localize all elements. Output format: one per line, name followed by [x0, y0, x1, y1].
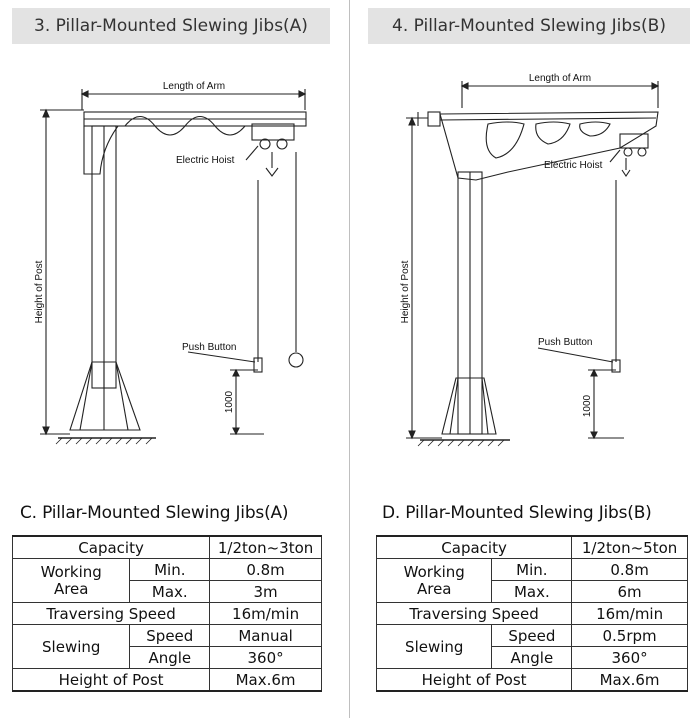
- label-electric-hoist: Electric Hoist: [176, 155, 235, 166]
- height-label: Height of Post: [375, 668, 573, 692]
- angle-label: Angle: [129, 646, 211, 669]
- slewing-label: Slewing: [11, 624, 131, 669]
- working-area-line2: Area: [416, 579, 452, 598]
- panel-header: 3. Pillar-Mounted Slewing Jibs(A): [12, 8, 330, 44]
- push-button-box: [253, 357, 263, 373]
- capacity-value: 1/2ton~5ton: [571, 535, 688, 559]
- electric-hoist: [251, 123, 295, 141]
- push-button-box: [611, 359, 621, 373]
- table-row: Traversing Speed 16m/min: [375, 602, 688, 625]
- table-row: Traversing Speed 16m/min: [11, 602, 322, 625]
- section-title: D. Pillar-Mounted Slewing Jibs(B): [382, 503, 652, 523]
- table-row: Working Area Min. 0.8m: [11, 558, 322, 603]
- working-area-label: Working Area: [11, 558, 131, 603]
- label-length-of-arm: Length of Arm: [529, 73, 591, 84]
- min-label: Min.: [491, 558, 573, 581]
- label-push-button: Push Button: [538, 337, 592, 348]
- min-value: 0.8m: [209, 558, 322, 581]
- capacity-label: Capacity: [11, 535, 211, 559]
- min-label: Min.: [129, 558, 211, 581]
- speed-label: Speed: [129, 624, 211, 647]
- working-area-label: Working Area: [375, 558, 493, 603]
- capacity-value: 1/2ton~3ton: [209, 535, 322, 559]
- festoon-cable: [124, 115, 246, 136]
- label-height-of-post: Height of Post: [34, 260, 45, 323]
- table-row: Height of Post Max.6m: [375, 668, 688, 692]
- working-area-line1: Working: [40, 562, 102, 581]
- label-electric-hoist: Electric Hoist: [544, 160, 603, 171]
- column-divider: [349, 0, 350, 718]
- traversing-label: Traversing Speed: [375, 602, 573, 625]
- max-value: 6m: [571, 580, 688, 603]
- label-length-of-arm: Length of Arm: [163, 81, 225, 92]
- label-height-of-post: Height of Post: [400, 260, 411, 323]
- traversing-value: 16m/min: [209, 602, 322, 625]
- label-dim-1000: 1000: [224, 390, 235, 413]
- angle-value: 360°: [571, 646, 688, 669]
- top-bracket: [427, 111, 441, 127]
- speed-value: 0.5rpm: [571, 624, 688, 647]
- capacity-label: Capacity: [375, 535, 573, 559]
- jib-a-drawing: Length of Arm Electric Hoist Push Button…: [34, 81, 307, 445]
- table-row: Slewing Speed Manual: [11, 624, 322, 669]
- label-dim-1000: 1000: [582, 394, 593, 417]
- traversing-value: 16m/min: [571, 602, 688, 625]
- table-row: Working Area Min. 0.8m: [375, 558, 688, 603]
- table-row: Angle 360°: [377, 646, 688, 669]
- table-row: Max. 6m: [377, 580, 688, 603]
- max-value: 3m: [209, 580, 322, 603]
- speed-label: Speed: [491, 624, 573, 647]
- post-base: [441, 377, 497, 435]
- electric-hoist: [619, 133, 649, 149]
- traversing-label: Traversing Speed: [11, 602, 211, 625]
- height-value: Max.6m: [571, 668, 688, 692]
- spec-table: Capacity 1/2ton~3ton Working Area Min. 0…: [11, 535, 322, 692]
- label-push-button: Push Button: [182, 342, 236, 353]
- angle-value: 360°: [209, 646, 322, 669]
- jib-arm-tapered: [439, 111, 659, 181]
- table-row: Capacity 1/2ton~3ton: [11, 535, 322, 559]
- table-row: Angle 360°: [13, 646, 322, 669]
- post-base: [69, 361, 141, 431]
- table-row: Capacity 1/2ton~5ton: [375, 535, 688, 559]
- table-row: Height of Post Max.6m: [11, 668, 322, 692]
- max-label: Max.: [129, 580, 211, 603]
- working-area-line2: Area: [53, 579, 89, 598]
- speed-value: Manual: [209, 624, 322, 647]
- section-title: C. Pillar-Mounted Slewing Jibs(A): [20, 503, 289, 523]
- jib-b-drawing: Length of Arm Electric Hoist Push Button…: [400, 73, 660, 447]
- height-value: Max.6m: [209, 668, 322, 692]
- min-value: 0.8m: [571, 558, 688, 581]
- panel-jib-a: 3. Pillar-Mounted Slewing Jibs(A): [0, 0, 342, 718]
- panel-jib-b: 4. Pillar-Mounted Slewing Jibs(B): [358, 0, 700, 718]
- angle-label: Angle: [491, 646, 573, 669]
- height-label: Height of Post: [11, 668, 211, 692]
- spec-table: Capacity 1/2ton~5ton Working Area Min. 0…: [375, 535, 688, 692]
- slewing-label: Slewing: [375, 624, 493, 669]
- panel-header: 4. Pillar-Mounted Slewing Jibs(B): [368, 8, 690, 44]
- max-label: Max.: [491, 580, 573, 603]
- table-row: Slewing Speed 0.5rpm: [375, 624, 688, 669]
- working-area-line1: Working: [403, 562, 465, 581]
